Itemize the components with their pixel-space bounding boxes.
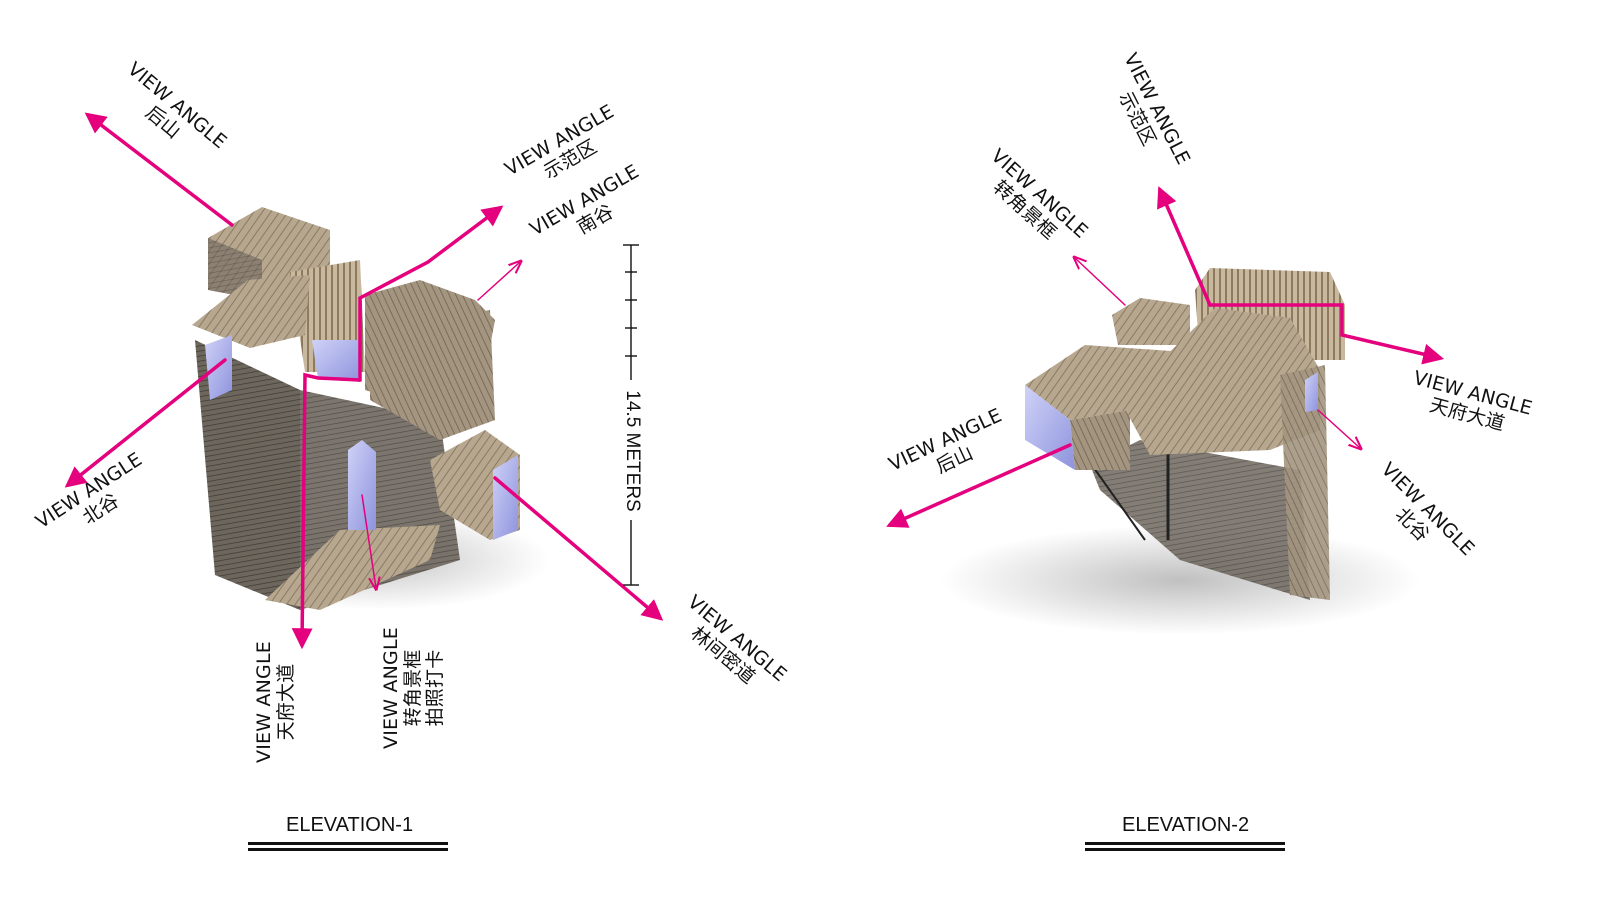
elevation-1-building	[192, 207, 550, 610]
arrow-e1-linjian	[493, 476, 664, 621]
arrow-e1-nangu	[477, 262, 520, 301]
arrow-e1-tianfu	[291, 372, 362, 650]
caption-underline-1	[248, 842, 448, 851]
label-e1-zhuanjiao: VIEW ANGLE 转角景框 拍照打卡	[380, 627, 446, 749]
elevation-2-building	[940, 268, 1420, 635]
dimension-line	[623, 244, 639, 586]
arrow-e1-zhuanjiao	[361, 494, 376, 588]
arrow-e2-houshan	[886, 443, 1072, 528]
arrow-e1-beigu	[64, 358, 227, 488]
label-e1-tianfu: VIEW ANGLE 天府大道	[253, 641, 297, 763]
view-angle-arrows	[64, 112, 1445, 650]
caption-elevation-1: ELEVATION-1	[286, 814, 414, 836]
dimension-label: 14.5 METERS	[622, 390, 643, 512]
arrow-e2-zhuanjiao	[1075, 258, 1126, 306]
arrow-e2-beigu	[1317, 409, 1360, 448]
caption-underline-2	[1085, 842, 1285, 851]
arrow-e1-shifanqu	[358, 205, 504, 382]
arrow-e1-houshan	[84, 112, 234, 227]
arrow-e2-shifanqu	[1157, 186, 1212, 307]
caption-elevation-2: ELEVATION-2	[1122, 814, 1250, 836]
arrow-e2-tianfu	[1208, 303, 1445, 365]
